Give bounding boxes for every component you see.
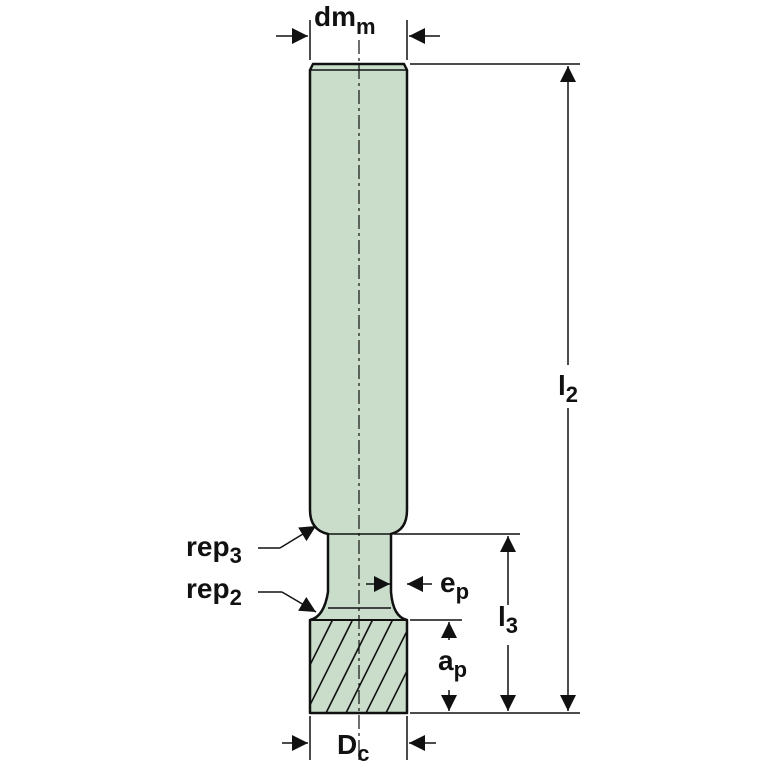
- rep2-leader-arrow: [281, 591, 317, 613]
- l3-label: l3: [498, 601, 518, 638]
- ap-dimension: [410, 619, 462, 711]
- rep2-label: rep2: [186, 573, 242, 610]
- dm-label: dmm: [314, 1, 376, 39]
- ap-label: ap: [438, 645, 467, 682]
- l2-label: l2: [558, 370, 578, 407]
- l3-dimension: [394, 533, 520, 711]
- rep3-leader-arrow: [279, 525, 317, 549]
- cutting-flutes-hatching: [310, 620, 406, 713]
- rep3-label: rep3: [186, 531, 242, 568]
- l2-dimension: [410, 63, 580, 714]
- dc-label: Dc: [337, 729, 369, 766]
- tool-body: [308, 62, 409, 715]
- ep-label: ep: [440, 567, 469, 604]
- dc-dimension: [282, 716, 436, 760]
- dm-dimension: [276, 20, 440, 60]
